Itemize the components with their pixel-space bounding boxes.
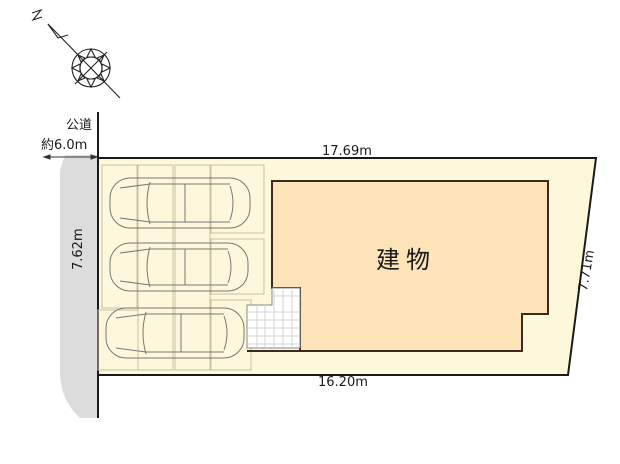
entrance-approach [246,287,301,352]
building-label: 建物 [376,246,436,274]
parking-grid [97,164,265,371]
top-dimension: 17.69m [322,144,372,159]
road-width-arrow [42,154,99,160]
car-icon [105,307,245,359]
car-icon [109,177,251,229]
car-icon [109,242,249,292]
road-label: 公道 [66,118,93,133]
north-arrow-icon [31,8,121,99]
road-width-label: 約6.0m [41,138,88,153]
parked-cars [105,177,251,359]
bottom-dimension: 16.20m [318,375,368,390]
public-road [60,155,98,418]
left-dimension: 7.62m [71,228,86,270]
